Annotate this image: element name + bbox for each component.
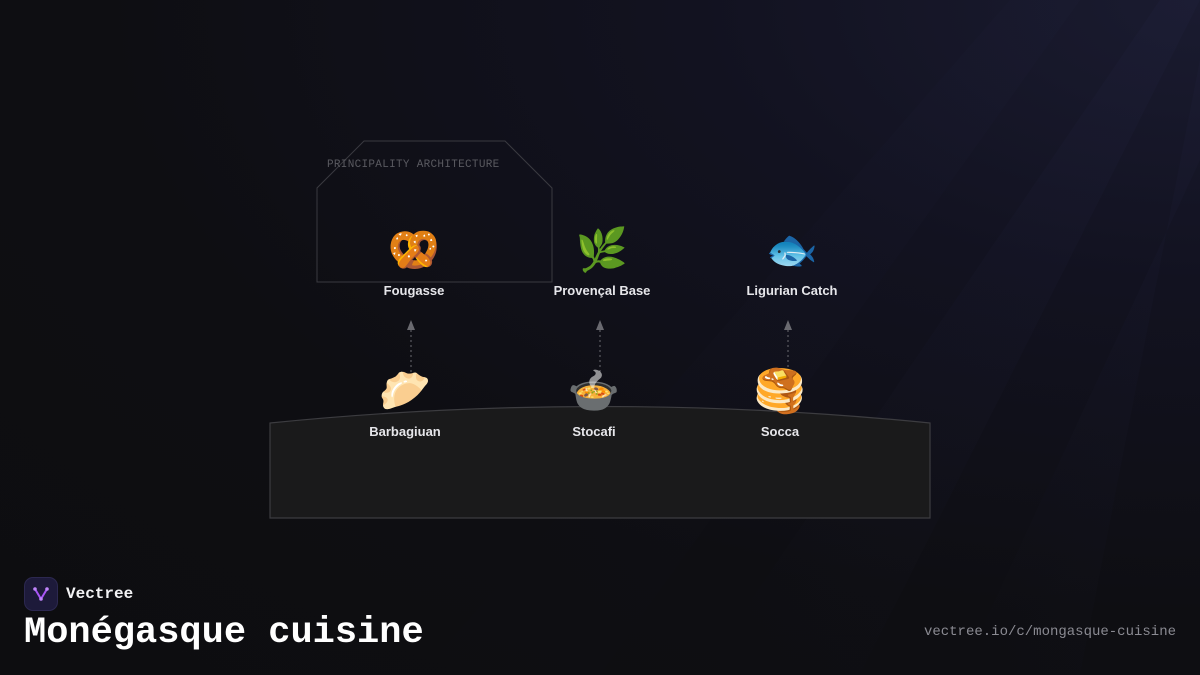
pancakes-icon: 🥞: [753, 367, 807, 414]
dumpling-icon: 🥟: [378, 367, 432, 414]
node-label: Provençal Base: [553, 283, 651, 298]
connector-barbagiuan-to-fougasse: [407, 320, 415, 372]
node-provencal-base: 🌿 Provençal Base: [522, 225, 682, 298]
node-label: Barbagiuan: [369, 424, 441, 439]
page-title: Monégasque cuisine: [24, 612, 424, 654]
node-barbagiuan: 🥟 Barbagiuan: [325, 366, 485, 439]
node-stocafi: 🍲 Stocafi: [514, 366, 674, 439]
node-ligurian-catch: 🐟 Ligurian Catch: [712, 225, 872, 298]
herb-icon: 🌿: [575, 226, 629, 273]
node-label: Ligurian Catch: [746, 283, 838, 298]
pretzel-icon: 🥨: [387, 226, 441, 273]
stew-pot-icon: 🍲: [567, 367, 621, 414]
connector-socca-to-ligurian-catch: [784, 320, 792, 372]
base-platform: [269, 405, 931, 519]
connector-stocafi-to-provencal-base: [596, 320, 604, 372]
vectree-logo-icon: [24, 577, 58, 611]
fish-icon: 🐟: [765, 226, 819, 273]
node-socca: 🥞 Socca: [700, 366, 860, 439]
architecture-label: PRINCIPALITY ARCHITECTURE: [327, 159, 500, 171]
node-fougasse: 🥨 Fougasse: [334, 225, 494, 298]
node-label: Fougasse: [383, 283, 445, 298]
page-url[interactable]: vectree.io/c/mongasque-cuisine: [923, 624, 1176, 640]
brand-name: Vectree: [66, 585, 134, 603]
node-label: Stocafi: [572, 424, 616, 439]
node-label: Socca: [760, 424, 800, 439]
brand[interactable]: Vectree: [24, 577, 133, 611]
architecture-building-outline: [316, 140, 553, 283]
